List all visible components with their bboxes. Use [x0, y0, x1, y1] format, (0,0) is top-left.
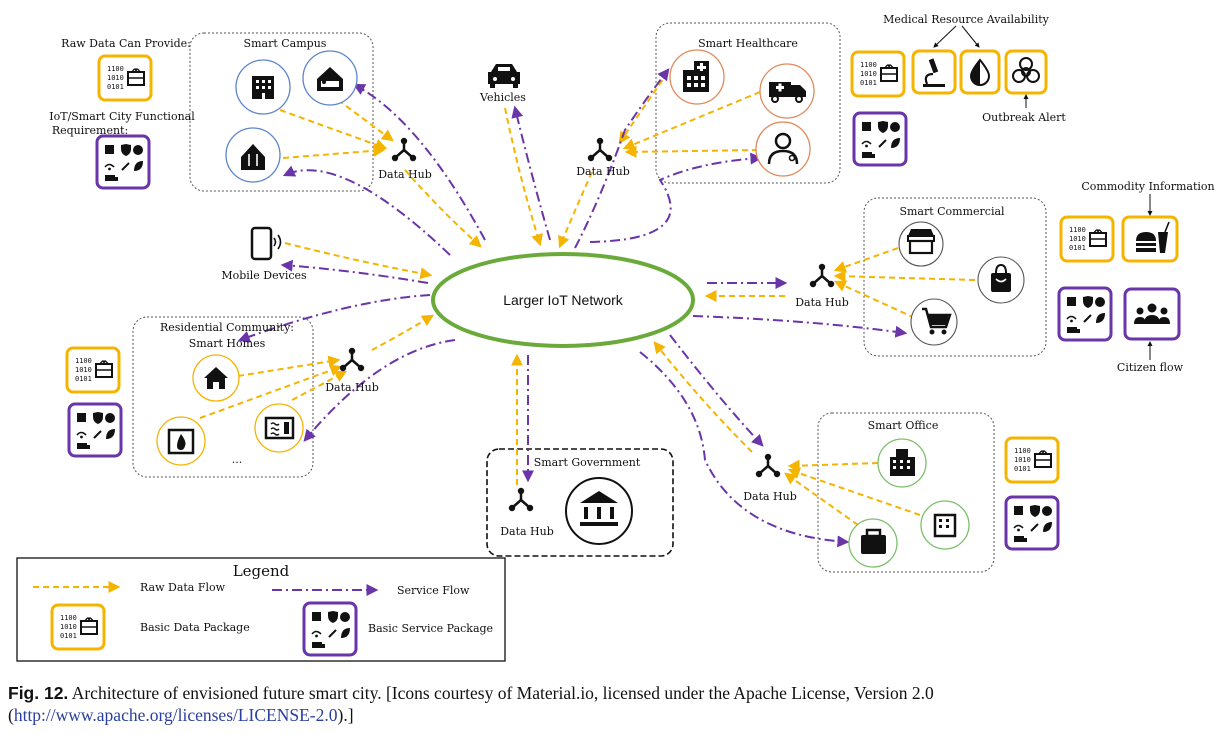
basic-data-package-icon	[97, 54, 153, 102]
basic-data-package-icon	[65, 346, 121, 394]
fireplace-icon	[156, 416, 206, 466]
mobile-devices-label: Mobile Devices	[221, 269, 307, 282]
legend-title: Legend	[233, 562, 290, 580]
basic-service-package-icon	[1057, 286, 1113, 342]
legend-raw-data-flow-label: Raw Data Flow	[140, 581, 226, 594]
medical-resource-label: Medical Resource Availability	[883, 13, 1050, 26]
iot-network-ring	[431, 252, 695, 348]
hub-label-office: Data Hub	[743, 490, 797, 503]
legend-basic-data-package-label: Basic Data Package	[140, 621, 250, 634]
basic-service-package-icon	[1004, 495, 1060, 551]
residential-ellipsis: ...	[232, 453, 243, 466]
raw-data-flows	[199, 71, 976, 526]
hub-label-residential: Data Hub	[325, 381, 379, 394]
hub-label-healthcare: Data Hub	[576, 165, 630, 178]
hub-icon	[586, 136, 614, 163]
basic-data-package-icon	[1059, 215, 1115, 263]
requirement-label-line2: Requirement:	[52, 124, 128, 137]
iot-network-label: Larger IoT Network	[503, 292, 624, 308]
hospital-icon	[669, 49, 725, 105]
caption-tail: ).]	[337, 705, 354, 725]
legend-basic-data-package-icon	[50, 603, 106, 651]
hub-icon	[338, 346, 366, 373]
bank-icon	[565, 477, 633, 545]
zone-title-smart-office: Smart Office	[868, 419, 939, 432]
basic-service-package-icon	[67, 402, 123, 458]
legend-service-flow-label: Service Flow	[397, 584, 470, 597]
requirement-label-line1: IoT/Smart City Functional	[49, 110, 195, 123]
legend-basic-service-package-icon	[302, 601, 358, 657]
zone-title-smart-commercial: Smart Commercial	[899, 205, 1005, 218]
doctor-icon	[755, 121, 811, 177]
car-icon	[488, 64, 520, 88]
basic-data-package-icon	[1004, 436, 1060, 484]
restaurant-icon	[225, 127, 281, 183]
zone-smart-office	[817, 412, 995, 573]
figure-number: Fig. 12.	[8, 683, 69, 703]
hub-label-commercial: Data Hub	[795, 296, 849, 309]
figure-caption: Fig. 12. Architecture of envisioned futu…	[8, 682, 1218, 726]
caption-text: Architecture of envisioned future smart …	[8, 683, 934, 725]
vehicles-label: Vehicles	[479, 91, 526, 104]
zone-title-smart-government: Smart Government	[534, 456, 641, 469]
shopping-cart-icon	[910, 298, 958, 346]
dormitory-icon	[302, 50, 358, 106]
hub-label-campus: Data Hub	[378, 168, 432, 181]
raw-data-can-provide-label: Raw Data Can Provide:	[61, 37, 191, 50]
home-icon	[192, 354, 240, 402]
commodity-information-label: Commodity Information	[1081, 180, 1214, 193]
zone-title-residential-line1: Residential Community:	[160, 321, 294, 334]
basic-data-package-icon	[850, 50, 906, 98]
license-link[interactable]: http://www.apache.org/licenses/LICENSE-2…	[13, 705, 338, 725]
smartphone-icon	[250, 226, 282, 261]
zone-title-smart-campus: Smart Campus	[244, 37, 327, 50]
fastfood-icon	[1121, 215, 1179, 263]
building-icon	[235, 59, 291, 115]
hub-icon	[390, 136, 418, 163]
microwave-icon	[254, 403, 304, 453]
zone-title-smart-healthcare: Smart Healthcare	[698, 37, 798, 50]
citizen-flow-label: Citizen flow	[1117, 361, 1184, 374]
outbreak-alert-label: Outbreak Alert	[982, 111, 1066, 124]
basic-service-package-icon	[852, 111, 908, 167]
hub-label-government: Data Hub	[500, 525, 554, 538]
zone-title-residential-line2: Smart Homes	[189, 337, 266, 350]
service-flows	[237, 68, 908, 548]
shopping-bag-icon	[977, 256, 1025, 304]
smart-city-architecture-diagram: 1100 1010 0101	[16, 13, 1215, 662]
office-building-icon	[877, 438, 927, 488]
hub-icon	[754, 452, 782, 479]
people-icon	[1123, 287, 1181, 341]
hub-icon	[808, 262, 836, 289]
briefcase-icon	[848, 518, 898, 568]
basic-service-package-icon	[95, 134, 151, 190]
contrast-drop-icon	[959, 49, 1001, 95]
storefront-icon	[898, 221, 944, 267]
ambulance-icon	[759, 63, 815, 119]
apartment-icon	[920, 500, 970, 550]
legend-basic-service-package-label: Basic Service Package	[368, 622, 493, 635]
biohazard-icon	[1004, 49, 1048, 95]
microscope-icon	[911, 49, 957, 95]
